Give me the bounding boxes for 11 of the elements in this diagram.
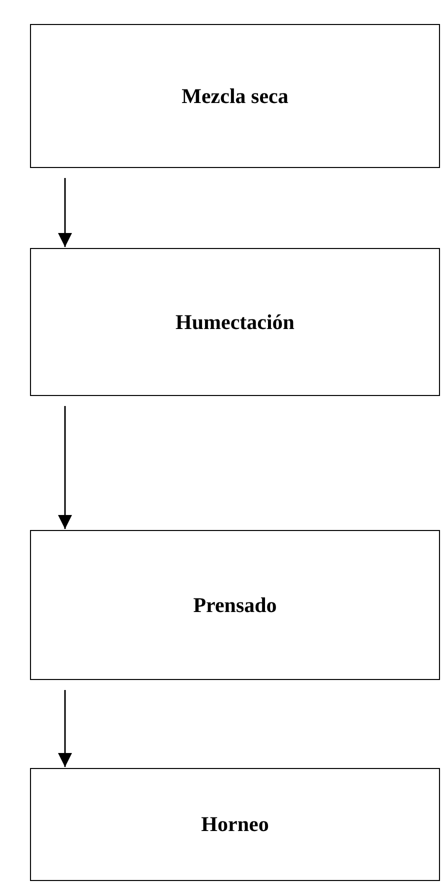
arrow bbox=[58, 406, 72, 529]
process-box bbox=[30, 530, 440, 680]
step-label: Mezcla seca bbox=[182, 84, 288, 108]
arrow bbox=[58, 690, 72, 767]
step-label: Horneo bbox=[201, 812, 269, 837]
process-box bbox=[30, 768, 440, 881]
step-label: Prensado bbox=[193, 592, 277, 618]
process-box bbox=[30, 24, 440, 168]
process-box bbox=[30, 248, 440, 396]
step-label: Humectación bbox=[176, 310, 294, 334]
arrow bbox=[58, 178, 72, 247]
